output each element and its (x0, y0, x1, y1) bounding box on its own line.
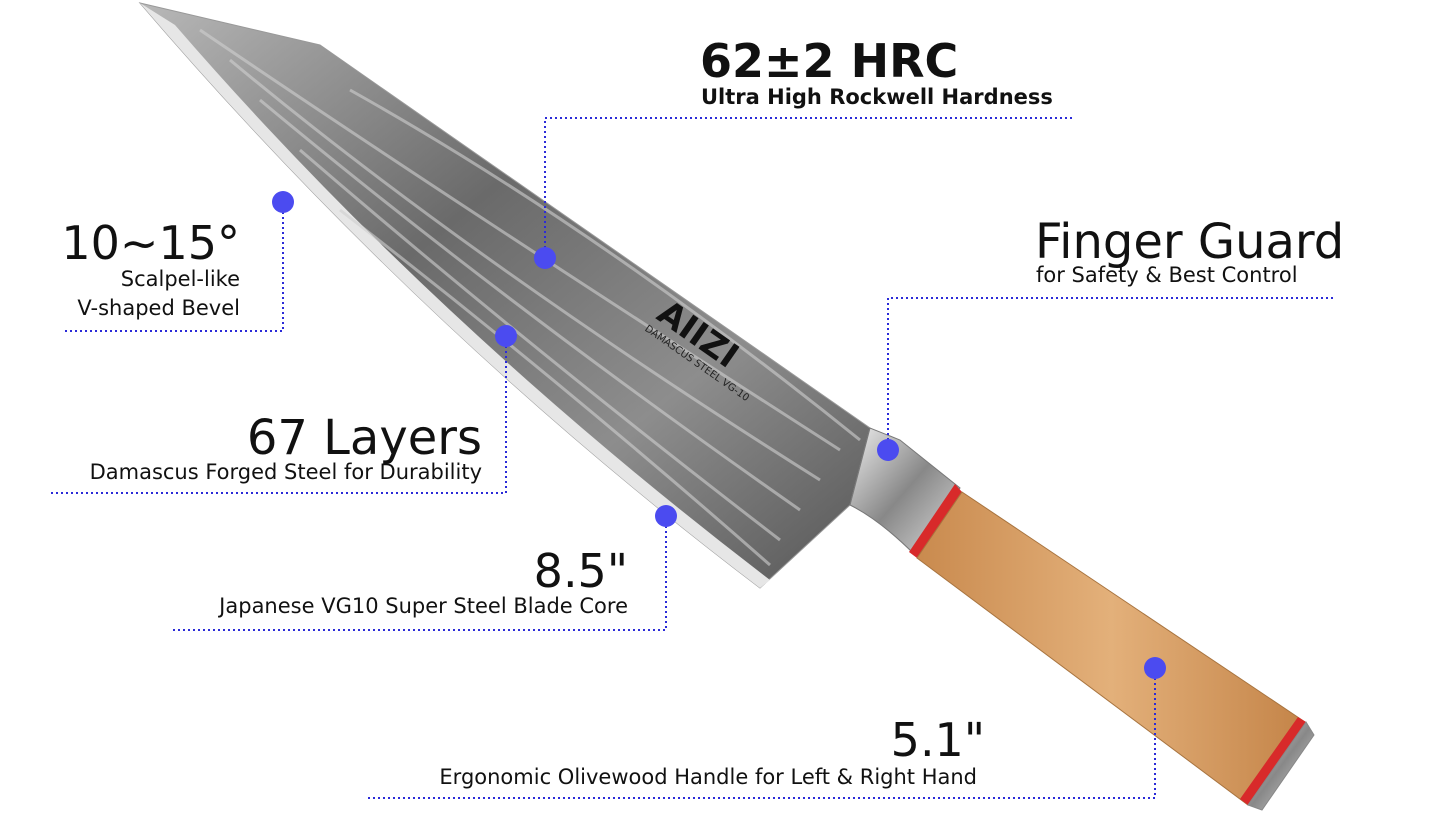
layers-subtitle: Damascus Forged Steel for Durability (89, 460, 482, 484)
leader-handle (368, 668, 1156, 799)
bevel-line2: V-shaped Bevel (77, 296, 240, 320)
hardness-subtitle: Ultra High Rockwell Hardness (701, 85, 1053, 109)
leader-layers (48, 336, 507, 494)
callout-dots (272, 191, 1166, 679)
blade-edge-bevel (140, 3, 770, 588)
leader-bevel (62, 202, 284, 332)
damascus-pattern (199, 28, 861, 567)
blade: AIIZI DAMASCUS STEEL VG-10 (138, 2, 871, 589)
bolster (849, 427, 962, 558)
bevel-title: 10~15° (61, 216, 240, 270)
dot-layers (495, 325, 517, 347)
leader-guard (887, 297, 1336, 450)
leader-lines (48, 117, 1336, 799)
leader-hardness (544, 117, 1073, 258)
handle-length-subtitle: Ergonomic Olivewood Handle for Left & Ri… (439, 765, 977, 789)
dot-hardness (534, 247, 556, 269)
blade-length-subtitle: Japanese VG10 Super Steel Blade Core (219, 594, 628, 618)
dot-guard (877, 439, 899, 461)
dot-bevel (272, 191, 294, 213)
handle (916, 491, 1315, 811)
guard-title: Finger Guard (1035, 214, 1345, 270)
hardness-title: 62±2 HRC (700, 34, 959, 88)
bevel-line1: Scalpel-like (120, 267, 240, 291)
dot-handle (1144, 657, 1166, 679)
blade-length-title: 8.5" (533, 544, 628, 598)
layers-title: 67 Layers (246, 410, 482, 466)
handle-length-title: 5.1" (890, 713, 985, 767)
dot-blade (655, 505, 677, 527)
guard-subtitle: for Safety & Best Control (1036, 263, 1298, 287)
